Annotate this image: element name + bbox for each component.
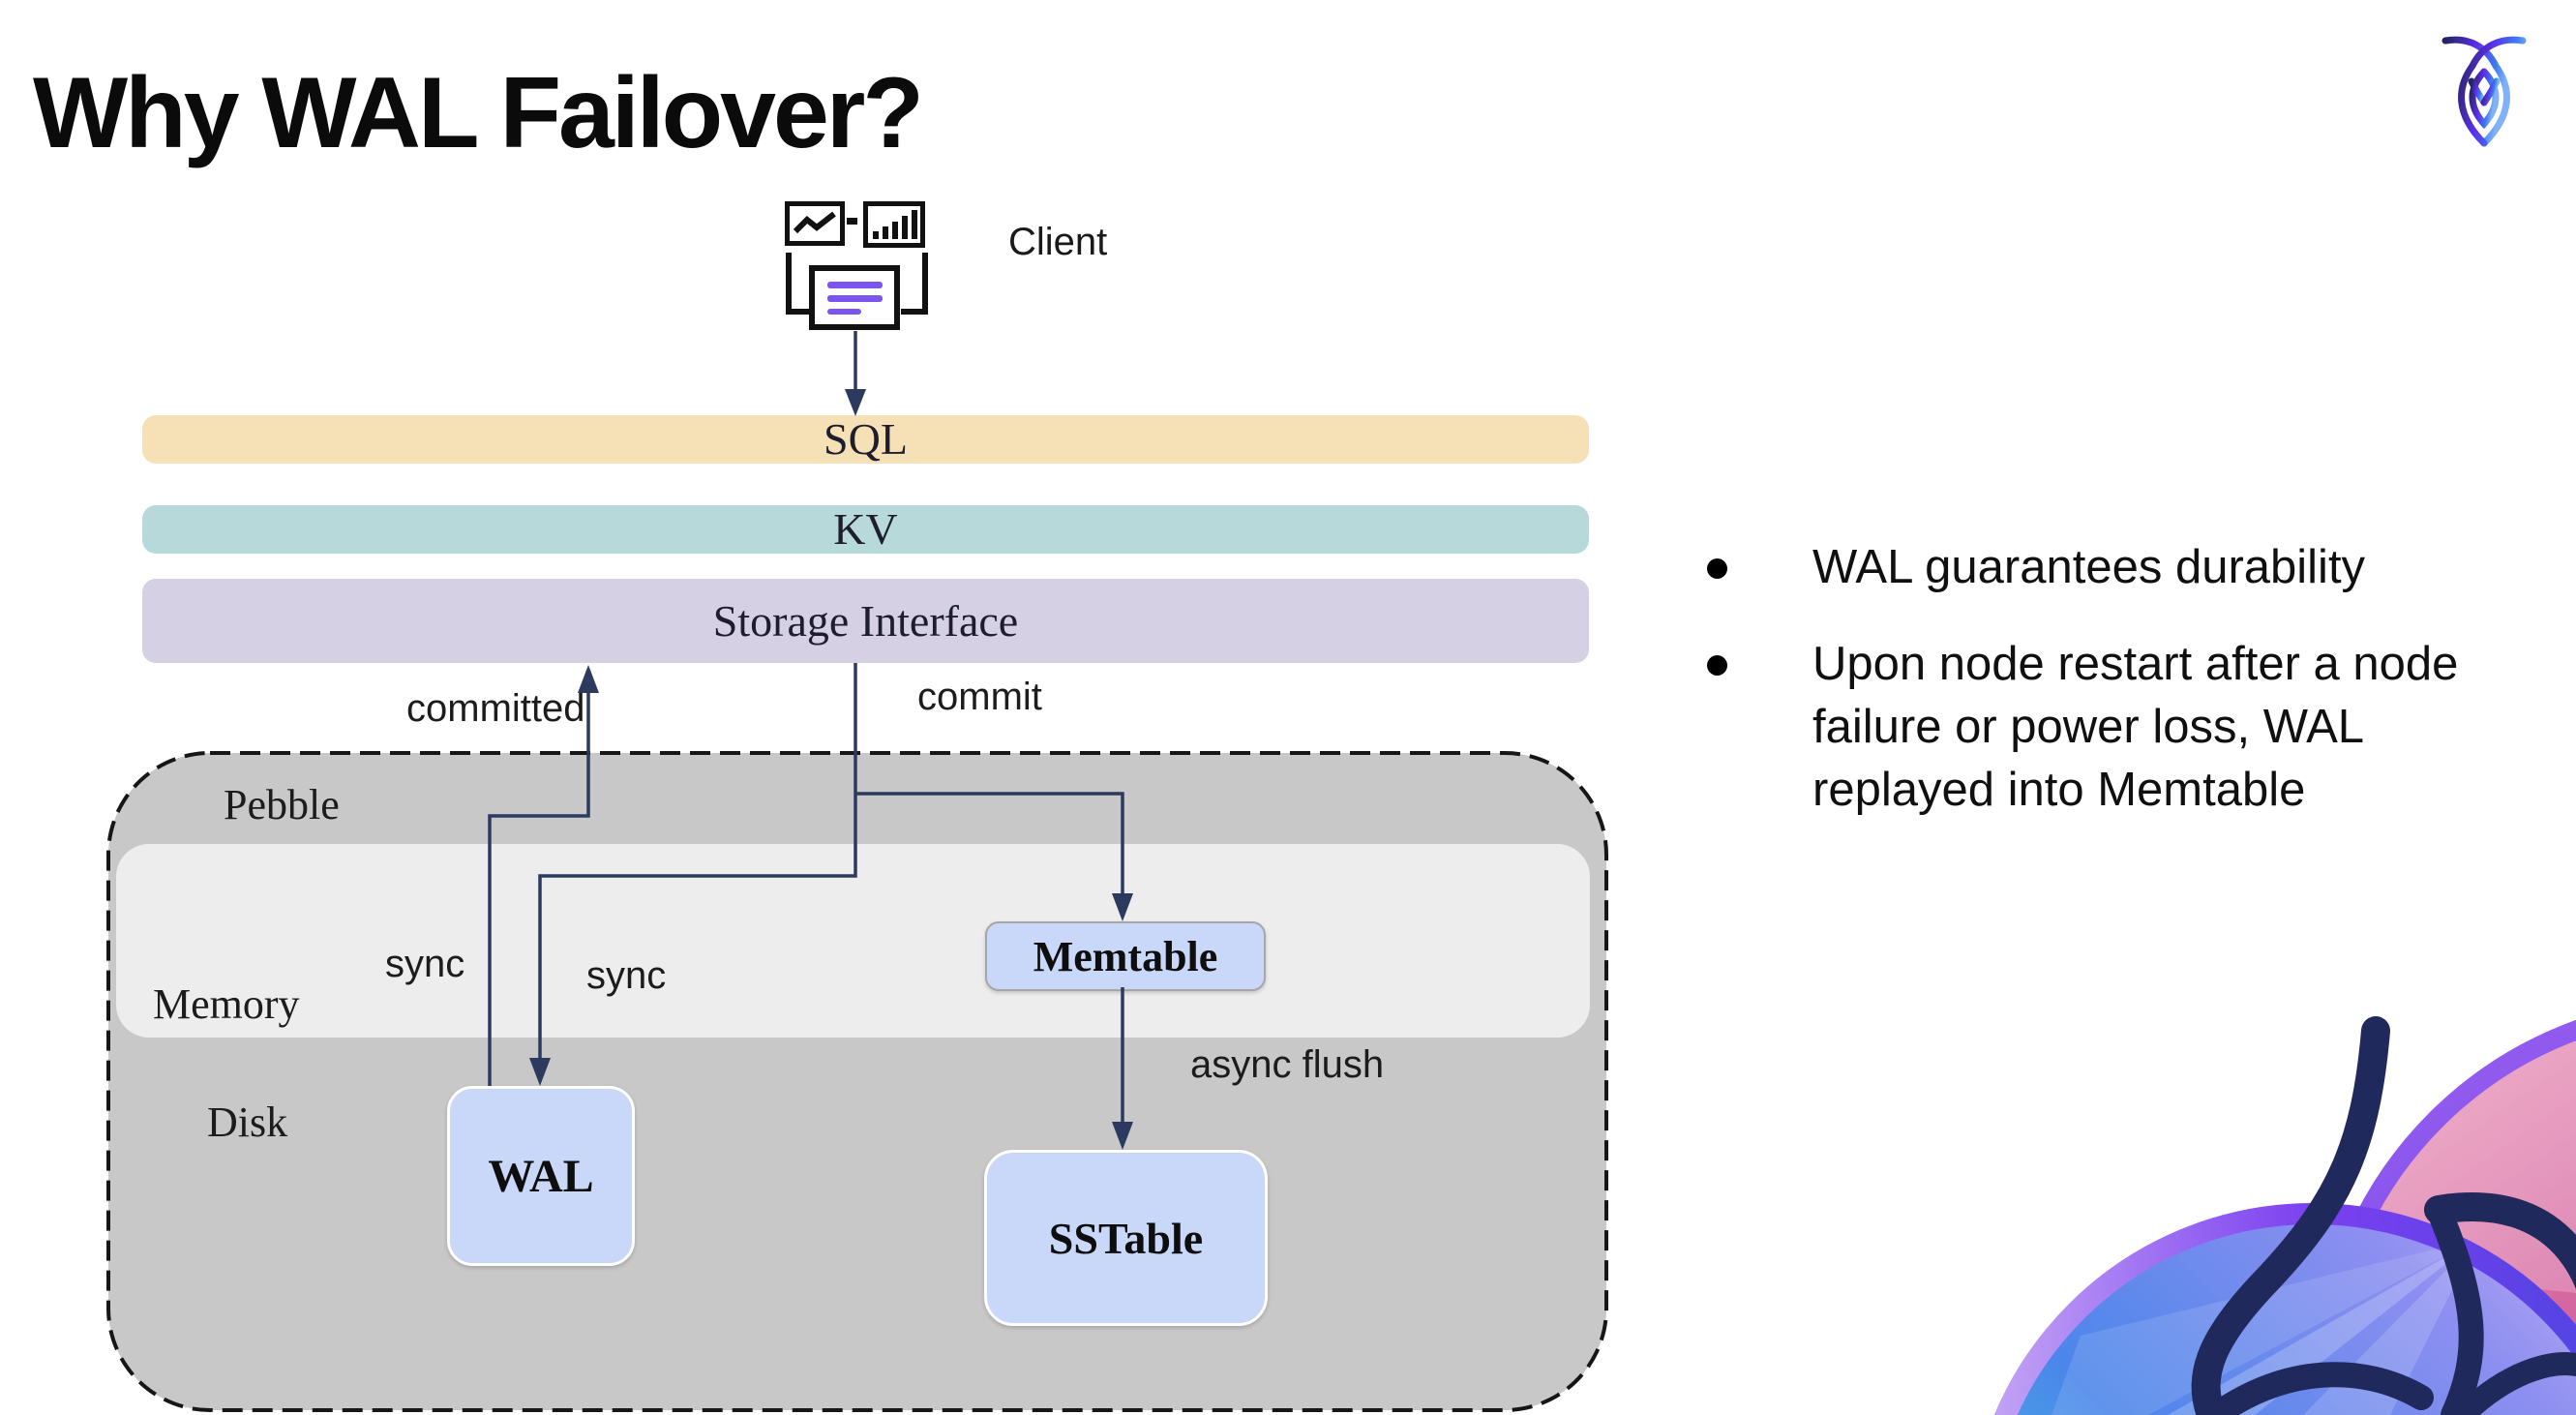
cockroachdb-logo-icon xyxy=(2441,36,2527,147)
arrowhead-into-sql xyxy=(845,389,866,416)
committed-label: committed xyxy=(406,687,585,730)
roach-outline xyxy=(2191,1016,2576,1415)
sync-right-label: sync xyxy=(586,954,667,997)
memory-label: Memory xyxy=(153,980,300,1028)
wal-box-label: WAL xyxy=(488,1150,594,1202)
memtable-box: Memtable xyxy=(985,921,1266,991)
doc-text-line xyxy=(827,309,861,315)
client-icon xyxy=(779,196,934,337)
sstable-box-label: SSTable xyxy=(1048,1213,1204,1263)
bullet-dot-icon xyxy=(1707,558,1727,579)
page-title: Why WAL Failover? xyxy=(33,57,924,169)
sync-left-label: sync xyxy=(385,943,465,985)
bar-chart-icon xyxy=(863,201,925,248)
doc-text-line xyxy=(827,295,883,302)
pebble-label: Pebble xyxy=(224,781,340,828)
storage-interface-layer-bar: Storage Interface xyxy=(142,579,1589,663)
bullet-text: Upon node restart after a node failure o… xyxy=(1812,638,2459,816)
sstable-box: SSTable xyxy=(984,1150,1268,1326)
bracket-right-icon xyxy=(901,253,928,315)
client-label: Client xyxy=(1008,221,1108,263)
kv-layer-bar: KV xyxy=(142,505,1589,554)
async-flush-label: async flush xyxy=(1190,1043,1385,1086)
bracket-left-icon xyxy=(786,253,813,315)
dash-icon xyxy=(847,218,857,225)
doc-text-line xyxy=(827,282,883,288)
brand-spheres-art xyxy=(1993,1007,2576,1415)
bullet-text: WAL guarantees durability xyxy=(1812,541,2366,593)
bullet-dot-icon xyxy=(1707,655,1727,676)
disk-label: Disk xyxy=(207,1099,288,1146)
memory-band xyxy=(116,844,1590,1038)
commit-label: commit xyxy=(917,676,1042,718)
wal-box: WAL xyxy=(447,1086,635,1266)
sql-layer-bar: SQL xyxy=(142,415,1589,464)
bullet-item: WAL guarantees durability xyxy=(1707,536,2539,599)
line-chart-icon xyxy=(785,201,845,246)
memtable-box-label: Memtable xyxy=(1033,932,1218,980)
bullet-item: Upon node restart after a node failure o… xyxy=(1707,633,2539,822)
document-icon xyxy=(809,265,900,330)
